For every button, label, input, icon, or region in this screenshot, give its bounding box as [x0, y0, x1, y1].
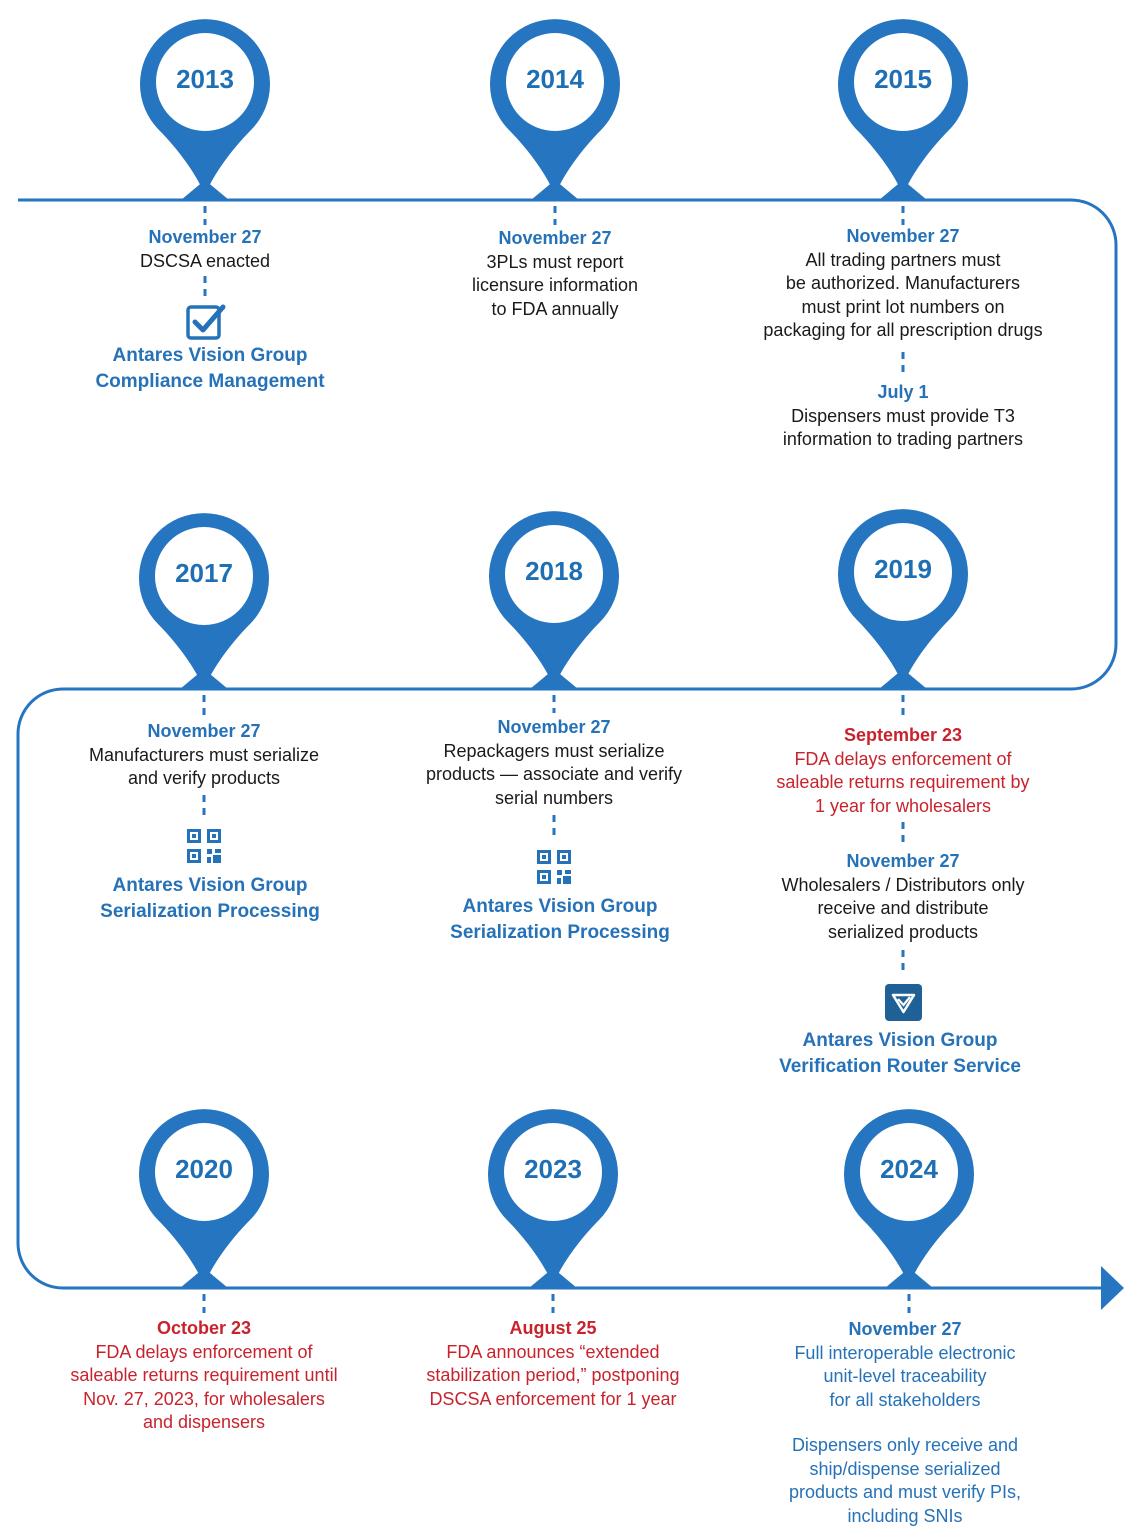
milestone-text: Full interoperable electronic unit-level… [794, 1342, 1016, 1410]
milestone-2015-second: July 1 Dispensers must provide T3 inform… [728, 381, 1078, 452]
milestone-2017: November 27 Manufacturers must serialize… [54, 720, 354, 791]
milestone-date: November 27 [148, 227, 262, 247]
pin-year-label: 2017 [175, 558, 233, 588]
milestone-date: November 27 [497, 717, 611, 737]
milestone-2024-second: Dispensers only receive and ship/dispens… [745, 1434, 1065, 1528]
milestone-2019: September 23 FDA delays enforcement of s… [738, 724, 1068, 818]
year-pin-2013: 2013 [139, 18, 271, 200]
milestone-2014: November 27 3PLs must report licensure i… [395, 227, 715, 321]
map-pin-icon [488, 1109, 618, 1286]
product-compliance-management: Antares Vision Group Compliance Manageme… [95, 345, 325, 392]
milestone-text: Dispensers must provide T3 information t… [782, 405, 1024, 450]
map-pin-icon [844, 1109, 974, 1286]
pin-year-label: 2019 [874, 554, 932, 584]
pin-year-label: 2015 [874, 64, 932, 94]
milestone-date: August 25 [509, 1318, 597, 1338]
product-verification-router: Antares Vision Group Verification Router… [779, 1030, 1021, 1077]
milestone-text: FDA announces “extended stabilization pe… [426, 1341, 680, 1409]
timeline-arrowhead [1101, 1266, 1124, 1310]
milestone-2015: November 27 All trading partners must be… [728, 225, 1078, 343]
milestone-date: November 27 [846, 851, 960, 871]
milestone-2020: October 23 FDA delays enforcement of sal… [44, 1317, 364, 1435]
year-pin-2014: 2014 [489, 18, 621, 200]
milestone-text: FDA delays enforcement of saleable retur… [70, 1341, 338, 1433]
map-pin-icon [838, 19, 968, 197]
milestone-text: All trading partners must be authorized.… [763, 249, 1043, 341]
milestone-date: November 27 [848, 1319, 962, 1339]
map-pin-icon [490, 19, 620, 197]
verification-router-icon [885, 984, 922, 1021]
milestone-text: Dispensers only receive and ship/dispens… [788, 1435, 1022, 1526]
milestone-2019-second: November 27 Wholesalers / Distributors o… [738, 850, 1068, 944]
qr-code-icon [187, 829, 221, 863]
year-pin-2024: 2024 [843, 1108, 975, 1290]
pin-year-label: 2013 [176, 64, 234, 94]
year-pin-2023: 2023 [487, 1108, 619, 1290]
milestone-date: September 23 [843, 725, 963, 745]
year-pin-2019: 2019 [837, 508, 969, 690]
milestone-text: Wholesalers / Distributors only receive … [781, 874, 1025, 942]
map-pin-icon [139, 513, 269, 690]
milestone-2013: November 27 DSCSA enacted [55, 226, 355, 273]
dashed-connectors [202, 206, 911, 1313]
milestone-text: DSCSA enacted [139, 250, 271, 271]
year-pin-2015: 2015 [837, 18, 969, 200]
milestone-date: July 1 [877, 382, 929, 402]
milestone-text: Repackagers must serialize products — as… [425, 740, 683, 808]
qr-code-icon [537, 850, 571, 884]
pin-year-label: 2024 [880, 1154, 938, 1184]
pin-year-label: 2020 [175, 1154, 233, 1184]
checkbox-icon [186, 304, 226, 340]
milestone-date: November 27 [147, 721, 261, 741]
milestone-2024: November 27 Full interoperable electroni… [745, 1318, 1065, 1412]
pin-year-label: 2023 [524, 1154, 582, 1184]
pin-year-label: 2014 [526, 64, 584, 94]
year-pin-2018: 2018 [488, 510, 620, 692]
map-pin-icon [140, 19, 270, 197]
year-pin-2020: 2020 [138, 1108, 270, 1290]
product-serialization-processing: Antares Vision Group Serialization Proce… [100, 875, 320, 922]
year-pin-2017: 2017 [138, 512, 270, 694]
milestone-date: November 27 [846, 226, 960, 246]
milestone-date: October 23 [156, 1318, 252, 1338]
map-pin-icon [139, 1109, 269, 1286]
map-pin-icon [838, 509, 968, 686]
milestone-text: FDA delays enforcement of saleable retur… [776, 748, 1030, 816]
milestone-2018: November 27 Repackagers must serialize p… [394, 716, 714, 810]
milestone-date: November 27 [498, 228, 612, 248]
milestone-2023: August 25 FDA announces “extended stabil… [393, 1317, 713, 1411]
milestone-text: 3PLs must report licensure information t… [471, 251, 639, 319]
product-serialization-processing: Antares Vision Group Serialization Proce… [450, 896, 670, 943]
pin-year-label: 2018 [525, 556, 583, 586]
milestone-text: Manufacturers must serialize and verify … [88, 744, 320, 789]
map-pin-icon [489, 511, 619, 688]
